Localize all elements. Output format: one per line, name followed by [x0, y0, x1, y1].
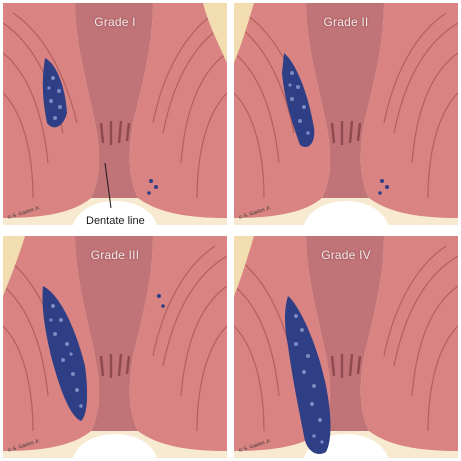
- panel-grade-3: Grade III © S. Gaidos Jr.: [3, 236, 227, 458]
- anal-canal-illustration: [234, 236, 458, 458]
- panel-title: Grade IV: [234, 248, 458, 262]
- panel-grade-4: Grade IV © S. Gaidos Jr.: [234, 236, 458, 458]
- anal-canal-illustration: [3, 3, 227, 225]
- panel-grade-2: Grade II © S. Gaidos Jr.: [234, 3, 458, 225]
- panel-title: Grade II: [234, 15, 458, 29]
- panel-grade-1: Grade I Dentate line © S. Gaidos Jr.: [3, 3, 227, 225]
- dentate-line-label: Dentate line: [85, 215, 146, 225]
- anal-canal-illustration: [3, 236, 227, 458]
- panel-title: Grade III: [3, 248, 227, 262]
- anal-canal-illustration: [234, 3, 458, 225]
- panel-title: Grade I: [3, 15, 227, 29]
